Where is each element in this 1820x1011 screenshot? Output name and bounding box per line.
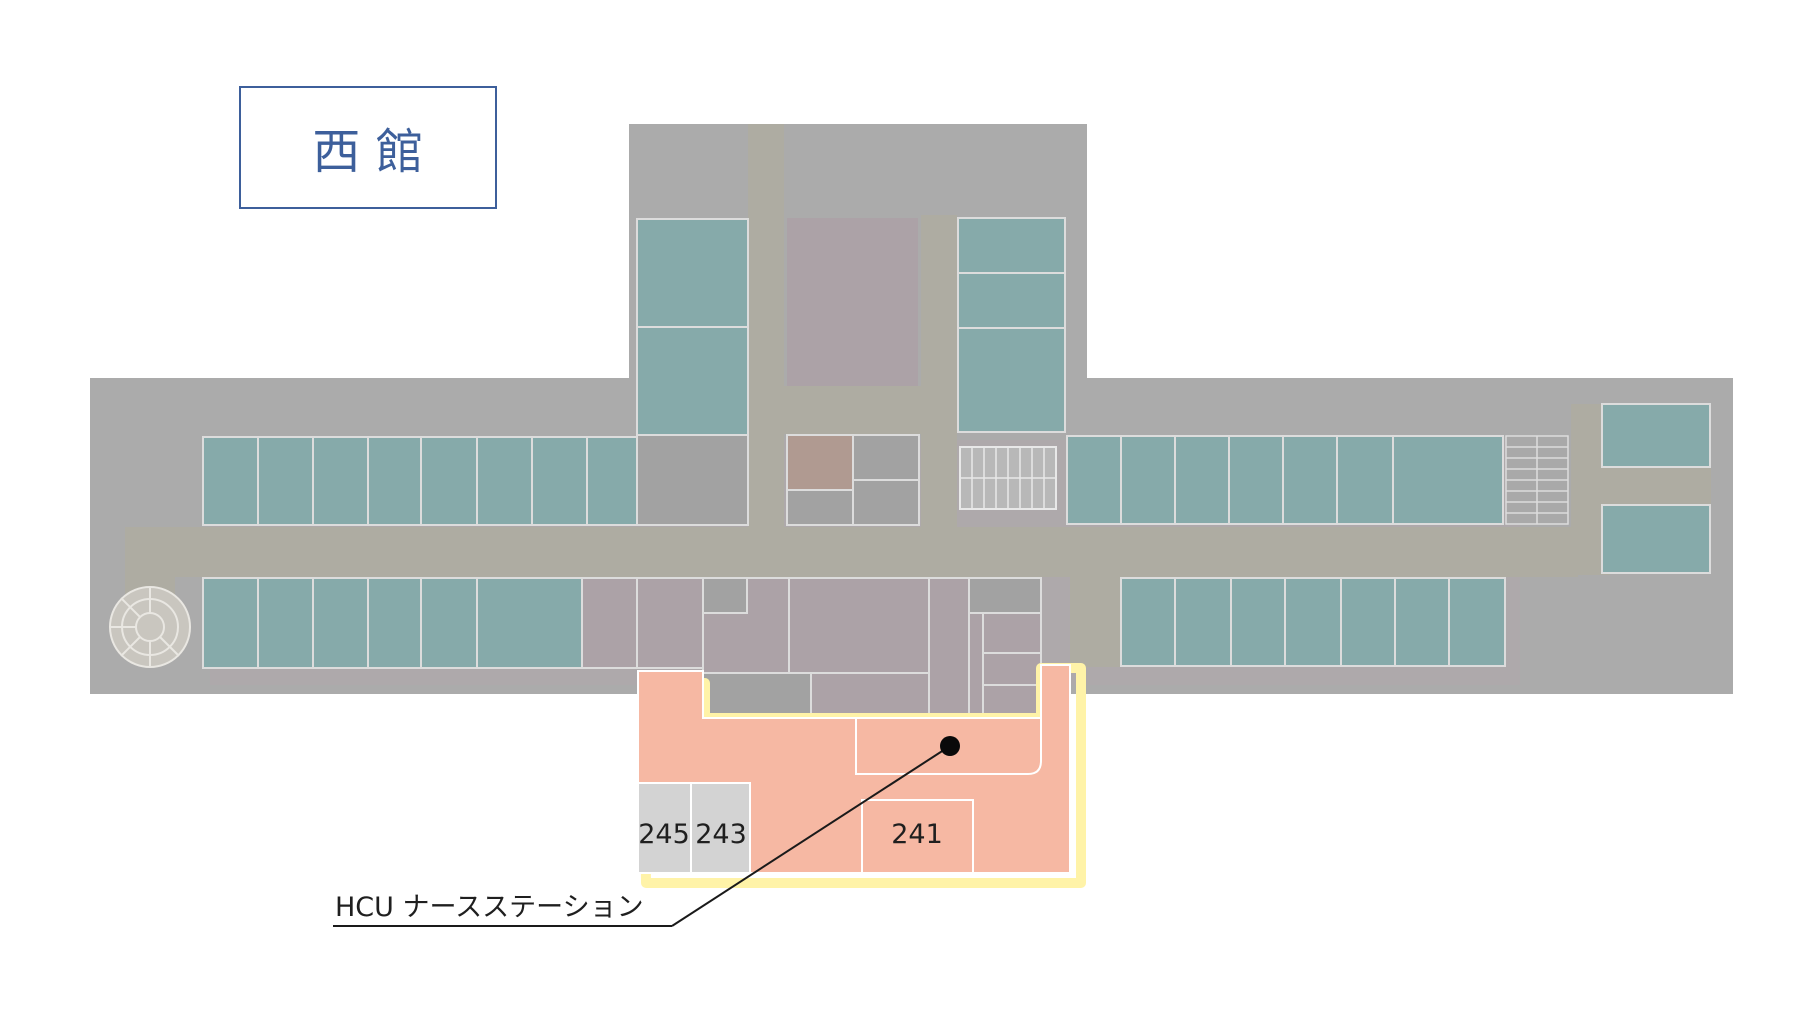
east-corridor-link (1571, 467, 1711, 505)
spiral-stair (109, 586, 191, 668)
ward-room (1340, 577, 1396, 667)
central-lower-block (702, 577, 1042, 719)
callout-label: HCU ナースステーション (335, 892, 644, 923)
location-marker (940, 736, 960, 756)
ward-room (420, 577, 478, 669)
staircase-east (1505, 435, 1569, 525)
east-corridor-end (1510, 527, 1610, 575)
ward-room (1174, 577, 1232, 667)
ward-room (1066, 435, 1122, 525)
corridors (125, 124, 1711, 667)
ward-room (586, 436, 638, 526)
ward-room (1601, 504, 1711, 574)
ward-room (1601, 403, 1711, 468)
ward-room (420, 436, 478, 526)
utility-room (852, 479, 920, 526)
room-243-label: 243 (695, 819, 747, 850)
building-title-text: 西 館 (312, 124, 423, 180)
center-connector (1070, 577, 1120, 667)
room-243-box (690, 782, 751, 874)
service-room (982, 652, 1042, 686)
ward-room (1336, 435, 1394, 525)
nurse-station-room (855, 718, 1042, 775)
ward-room (957, 327, 1066, 433)
north-wing-rooms (636, 217, 1066, 526)
ward-room (1282, 435, 1338, 525)
service-room (636, 577, 704, 669)
far-east-rooms (1601, 403, 1711, 574)
east-lower-rooms (1120, 577, 1506, 667)
north-corridor-left (748, 124, 784, 534)
utility-room (702, 577, 748, 614)
service-room (788, 577, 930, 674)
hcu-callout: HCU ナースステーション (333, 736, 960, 927)
ward-room (312, 436, 369, 526)
east-upper-rooms (1066, 435, 1504, 525)
hcu-area: 245 243 241 (637, 663, 1086, 888)
utility-room (636, 434, 749, 526)
ward-room (1392, 435, 1504, 525)
north-cross-corridor (784, 386, 921, 434)
ward-room (367, 436, 422, 526)
ward-room (476, 436, 533, 526)
ward-room (312, 577, 369, 669)
north-corridor-right (921, 215, 957, 530)
service-room (581, 577, 638, 669)
ward-room (1284, 577, 1342, 667)
ward-room (476, 577, 583, 669)
callout-leader-line (671, 745, 951, 927)
ward-room (1394, 577, 1450, 667)
small-room-orange (786, 434, 854, 491)
main-corridor (128, 527, 1578, 577)
utility-room (786, 489, 854, 526)
ward-room (1120, 577, 1176, 667)
ward-room (531, 436, 588, 526)
building-title-frame (239, 86, 497, 209)
utility-room (968, 577, 1042, 614)
service-room (810, 672, 930, 719)
ward-room (1448, 577, 1506, 667)
ward-room (636, 218, 749, 328)
ward-room (257, 436, 314, 526)
ward-room (367, 577, 422, 669)
utility-room (852, 434, 920, 481)
ward-room (202, 436, 259, 526)
room-241-label: 241 (891, 819, 943, 850)
staircase-north (959, 446, 1057, 510)
ward-room (957, 272, 1066, 329)
ward-room (636, 326, 749, 436)
building-title: 西 館 (239, 86, 497, 209)
utility-room (702, 672, 812, 719)
ward-room (1120, 435, 1176, 525)
ward-room (257, 577, 314, 669)
ward-room (957, 217, 1066, 274)
ward-room (202, 577, 259, 669)
ward-room (1228, 435, 1284, 525)
ward-room (1174, 435, 1230, 525)
service-room (982, 612, 1042, 654)
room-245-label: 245 (638, 819, 690, 850)
west-upper-rooms (202, 436, 638, 526)
service-room (928, 577, 970, 719)
service-room (787, 218, 918, 386)
ward-room (1230, 577, 1286, 667)
west-lower-rooms (202, 577, 704, 669)
